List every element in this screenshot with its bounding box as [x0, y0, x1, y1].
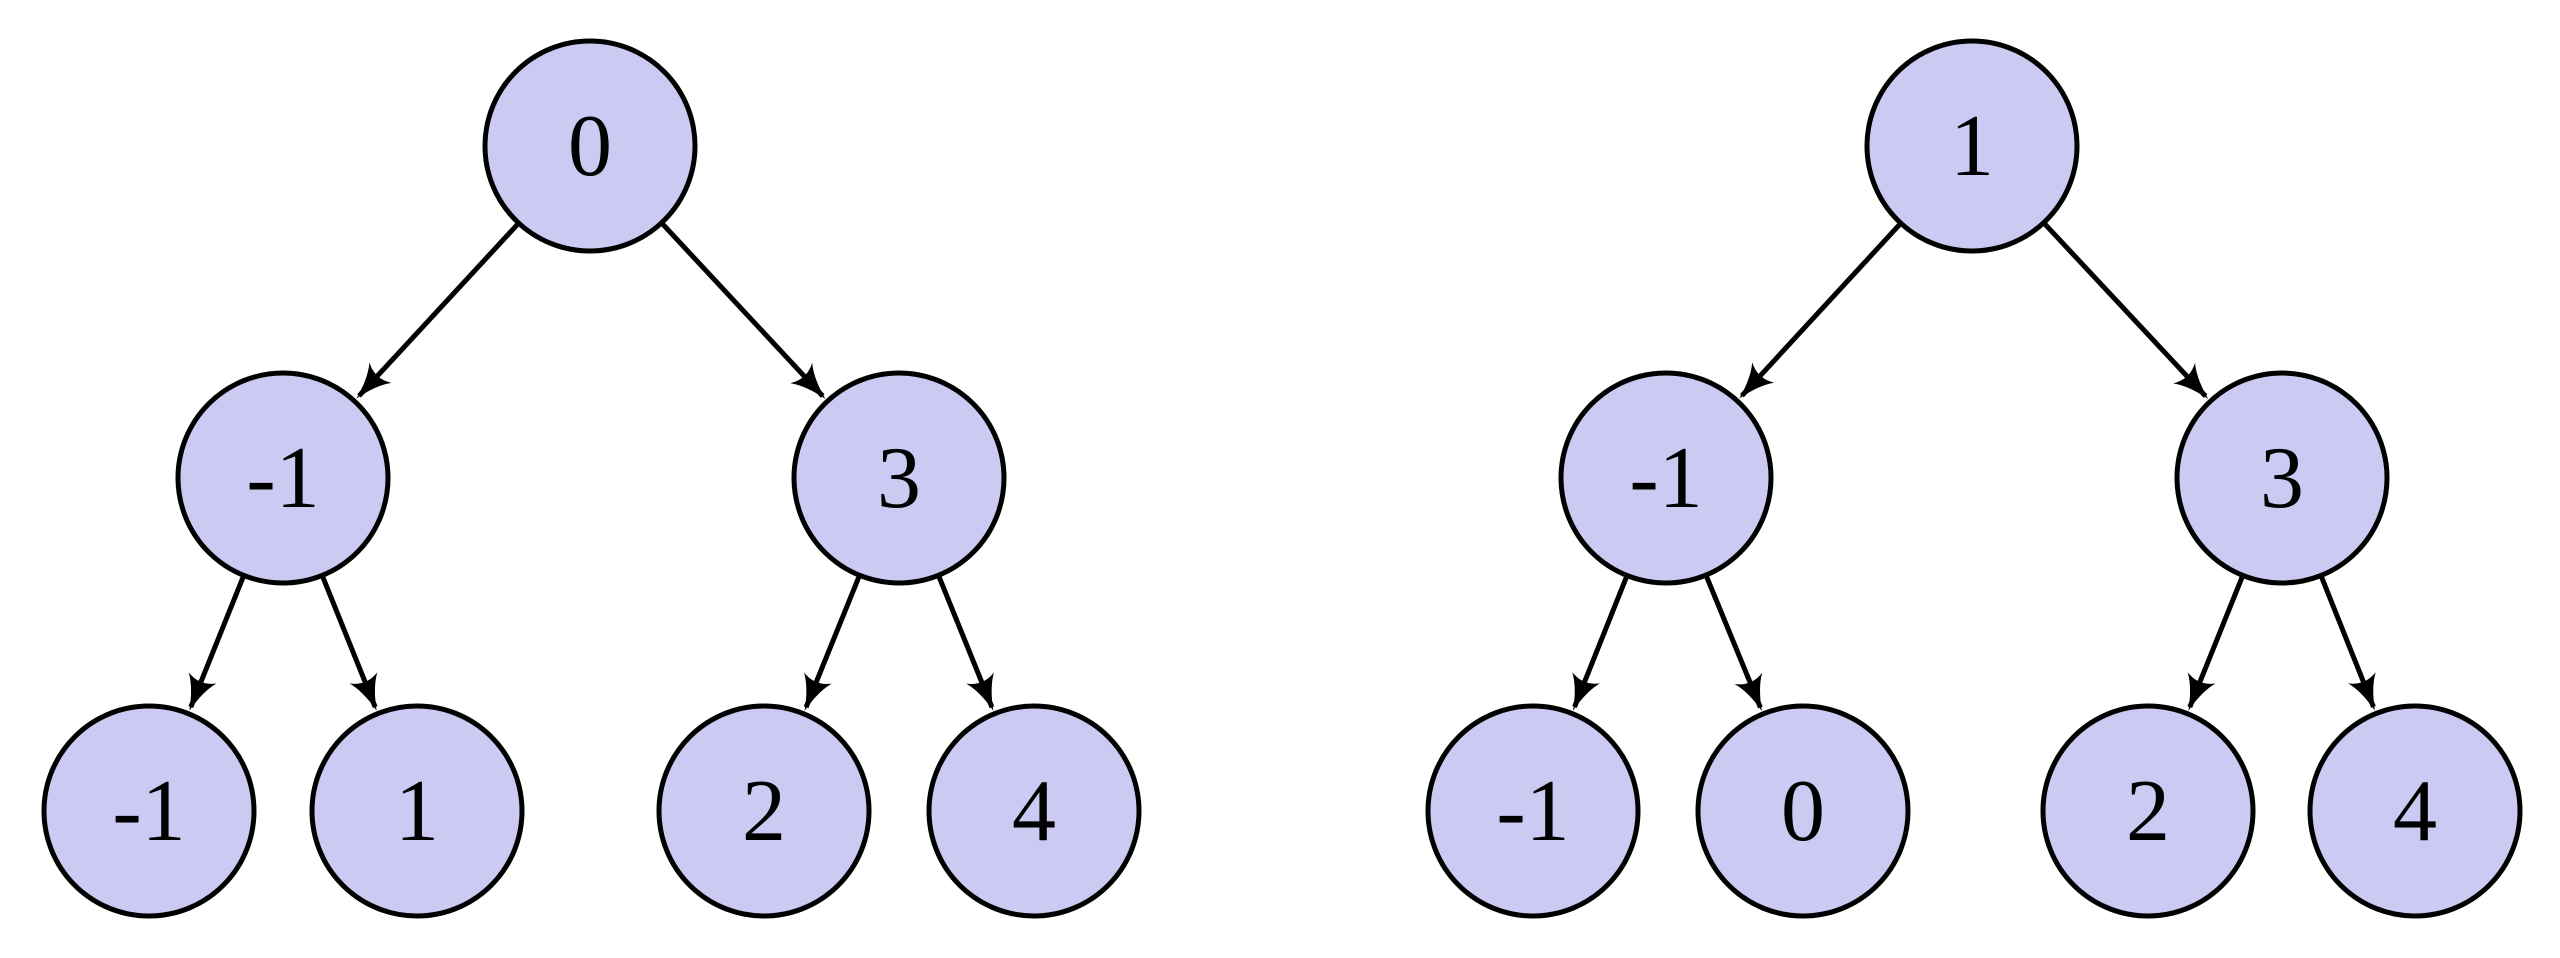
tree-node-label: 2: [742, 763, 786, 860]
tree-node-label: 3: [2260, 430, 2304, 527]
left-tree: 0 -1 3 -1 1 2 4: [41, 38, 1142, 919]
tree-node-circle: [2174, 370, 2390, 586]
tree-node-circle: [1864, 38, 2080, 254]
tree-node-label: -1: [246, 430, 319, 527]
tree-node-label: 0: [1781, 763, 1825, 860]
tree-node-circle: [41, 703, 257, 919]
tree-node-circle: [926, 703, 1142, 919]
tree-node-circle: [2307, 703, 2523, 919]
tree-node-label: -1: [112, 763, 185, 860]
tree-node-circle: [482, 38, 698, 254]
tree-node-circle: [1425, 703, 1641, 919]
tree-node-label: -1: [1629, 430, 1702, 527]
tree-node-label: -1: [1496, 763, 1569, 860]
tree-node-label: 1: [395, 763, 439, 860]
tree-node-circle: [1695, 703, 1911, 919]
right-tree-nodes: 1 -1 3 -1 0 2 4: [1425, 38, 2523, 919]
tree-node-circle: [175, 370, 391, 586]
tree-node-label: 3: [877, 430, 921, 527]
tree-node-circle: [791, 370, 1007, 586]
tree-node-label: 1: [1950, 98, 1994, 195]
tree-node-label: 4: [1012, 763, 1056, 860]
tree-node-circle: [656, 703, 872, 919]
tree-node-label: 0: [568, 98, 612, 195]
tree-node-label: 4: [2393, 763, 2437, 860]
right-tree: 1 -1 3 -1 0 2 4: [1425, 38, 2523, 919]
tree-node-circle: [2040, 703, 2256, 919]
tree-node-circle: [1558, 370, 1774, 586]
tree-node-label: 2: [2126, 763, 2170, 860]
tree-node-circle: [309, 703, 525, 919]
left-tree-nodes: 0 -1 3 -1 1 2 4: [41, 38, 1142, 919]
